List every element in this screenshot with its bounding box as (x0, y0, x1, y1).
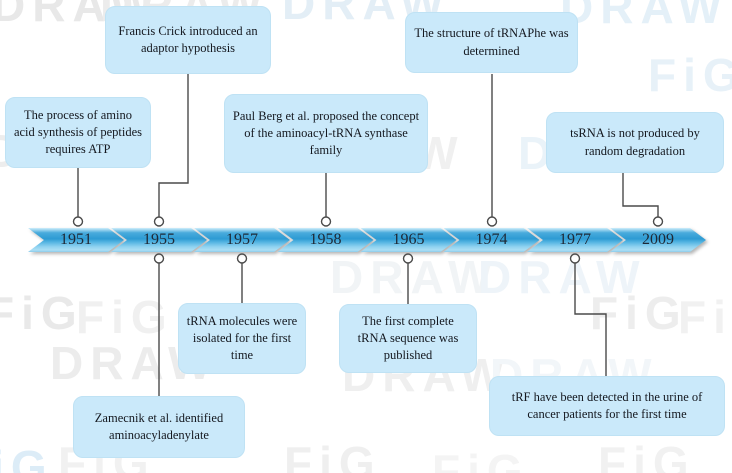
timeline-chevron-1977: 1977 (527, 228, 623, 252)
event-box-1951-top: The process of amino acid synthesis of p… (5, 97, 151, 168)
watermark-text: FiG (284, 437, 382, 473)
timeline-chevron-1958: 1958 (277, 228, 374, 252)
watermark-text: DRAW (478, 251, 647, 303)
watermark-text: DRAW (560, 0, 729, 33)
timeline-chevron-1951: 1951 (28, 228, 124, 252)
event-box-1977-bottom: tRF have been detected in the urine of c… (489, 376, 725, 436)
event-box-1974-top: The structure of tRNAPhe was determined (405, 12, 578, 73)
event-box-1955-top: Francis Crick introduced an adaptor hypo… (105, 6, 271, 74)
event-box-1958-top: Paul Berg et al. proposed the concept of… (224, 94, 428, 173)
year-label: 1958 (309, 231, 342, 248)
marker-circle-2009-top (652, 216, 664, 227)
watermark-text: DRAW (330, 251, 499, 303)
timeline-chevron-2009: 2009 (610, 228, 706, 252)
timeline-chevron-1974: 1974 (443, 228, 540, 252)
timeline-chevron-1957: 1957 (194, 228, 290, 252)
marker-circle-1955-top (153, 216, 165, 227)
timeline-chevron-1955: 1955 (111, 228, 207, 252)
marker-circle-1958-top (320, 216, 332, 227)
marker-circle-1957-bottom (236, 253, 248, 264)
marker-circle-1955-bottom (153, 253, 165, 264)
watermark-text: FiG (432, 445, 530, 473)
year-label: 1951 (60, 231, 92, 248)
watermark-text: FiG (648, 49, 732, 101)
event-box-1957-bottom: tRNA molecules were isolated for the fir… (178, 303, 306, 374)
watermark-text: FiG (0, 441, 54, 473)
timeline-chevron-1965: 1965 (360, 228, 457, 252)
marker-circle-1951-top (72, 216, 84, 227)
year-label: 1955 (143, 231, 175, 248)
marker-circle-1977-bottom (569, 253, 581, 264)
watermark-text: FiG (678, 291, 732, 343)
watermark-text: FiG (590, 287, 688, 339)
year-label: 1965 (392, 231, 425, 248)
connector-1955-top (158, 74, 189, 217)
event-box-1955-bottom: Zamecnik et al. identified aminoacyladen… (73, 396, 245, 458)
marker-circle-1965-bottom (402, 253, 414, 264)
event-box-1965-bottom: The first complete tRNA sequence was pub… (339, 304, 477, 373)
year-label: 2009 (642, 231, 674, 248)
watermark-text: FiG (76, 291, 174, 343)
marker-circle-1974-top (486, 216, 498, 227)
year-label: 1974 (475, 231, 508, 248)
year-label: 1957 (226, 231, 258, 248)
watermark-text: FiG (0, 287, 84, 339)
event-box-2009-top: tsRNA is not produced by random degradat… (546, 112, 724, 173)
year-label: 1977 (559, 231, 591, 248)
watermark-text: FiG (598, 437, 696, 473)
connector-2009-top (622, 173, 659, 217)
connector-1977-bottom (574, 263, 607, 376)
